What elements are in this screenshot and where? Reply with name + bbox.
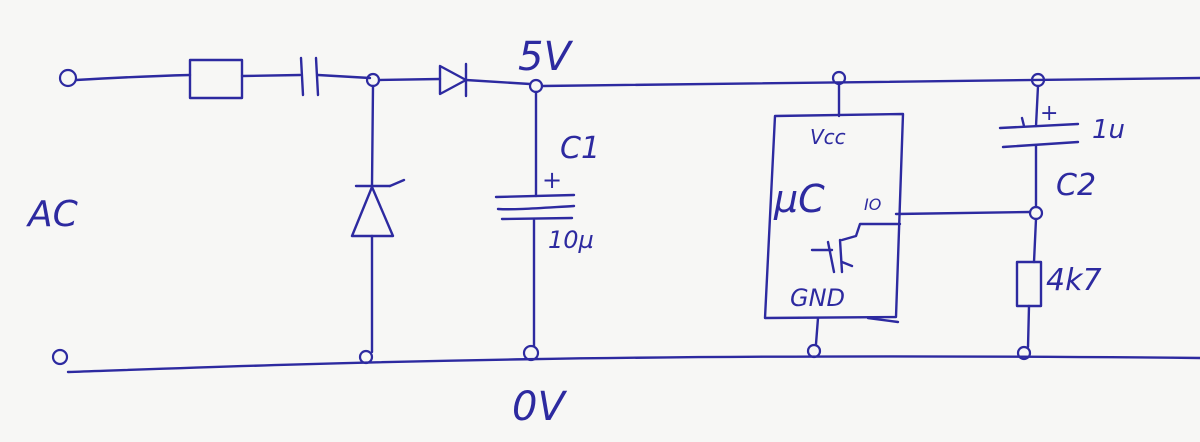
junction-zener-top	[365, 72, 381, 88]
wire-resistor-cap	[240, 73, 302, 78]
label-c2-value: 1u	[1092, 115, 1125, 145]
label-c2-polarity: +	[1040, 101, 1058, 126]
junction-zener-bottom	[358, 349, 374, 365]
wire-diode-5v	[464, 78, 532, 86]
mcu-body	[763, 112, 905, 320]
junction-resistor-gnd	[1016, 345, 1032, 361]
junction-mcu-gnd	[806, 343, 822, 359]
series-resistor	[188, 58, 244, 100]
label-0v: 0V	[512, 384, 567, 430]
label-resistor-value: 4k7	[1046, 263, 1102, 298]
label-c1-polarity: +	[542, 166, 562, 194]
wire-resistor-upper	[1032, 217, 1038, 264]
wire-mcu-io	[894, 210, 1032, 216]
label-mcu: µC	[773, 177, 825, 221]
rectifier-diode	[438, 62, 468, 98]
junction-io	[1028, 205, 1044, 221]
label-mcu-vcc: Vcc	[810, 125, 846, 149]
junction-mcu-vcc	[831, 70, 847, 86]
series-capacitor	[299, 56, 320, 97]
label-5v: 5V	[518, 34, 573, 80]
label-c2: C2	[1056, 168, 1096, 203]
wire-zener-upper	[370, 84, 375, 188]
zener-diode	[350, 178, 406, 238]
wire-cap-node	[316, 73, 372, 80]
rail-0v	[66, 355, 1200, 374]
ac-terminal-bottom	[51, 348, 69, 366]
label-mcu-io: IO	[864, 195, 881, 214]
wire-c2-upper	[1034, 84, 1040, 128]
capacitor-c1	[494, 193, 576, 221]
rail-5v	[540, 76, 1200, 88]
wire-node-diode	[377, 77, 442, 82]
label-mcu-gnd: GND	[790, 284, 845, 312]
wire-mcu-gnd-tail	[866, 316, 900, 324]
capacitor-c2	[998, 116, 1080, 149]
wire-resistor-lower	[1026, 304, 1031, 349]
label-ac: AC	[26, 194, 79, 235]
wire-input-top	[74, 73, 192, 82]
label-c1: C1	[560, 131, 600, 166]
label-c1-value: 10µ	[548, 226, 594, 254]
mcu-output-transistor-icon	[810, 222, 902, 274]
junction-5v	[528, 78, 544, 94]
resistor-4k7	[1015, 260, 1043, 308]
ac-terminal-top	[58, 68, 78, 88]
wire-mcu-gnd	[814, 316, 820, 346]
